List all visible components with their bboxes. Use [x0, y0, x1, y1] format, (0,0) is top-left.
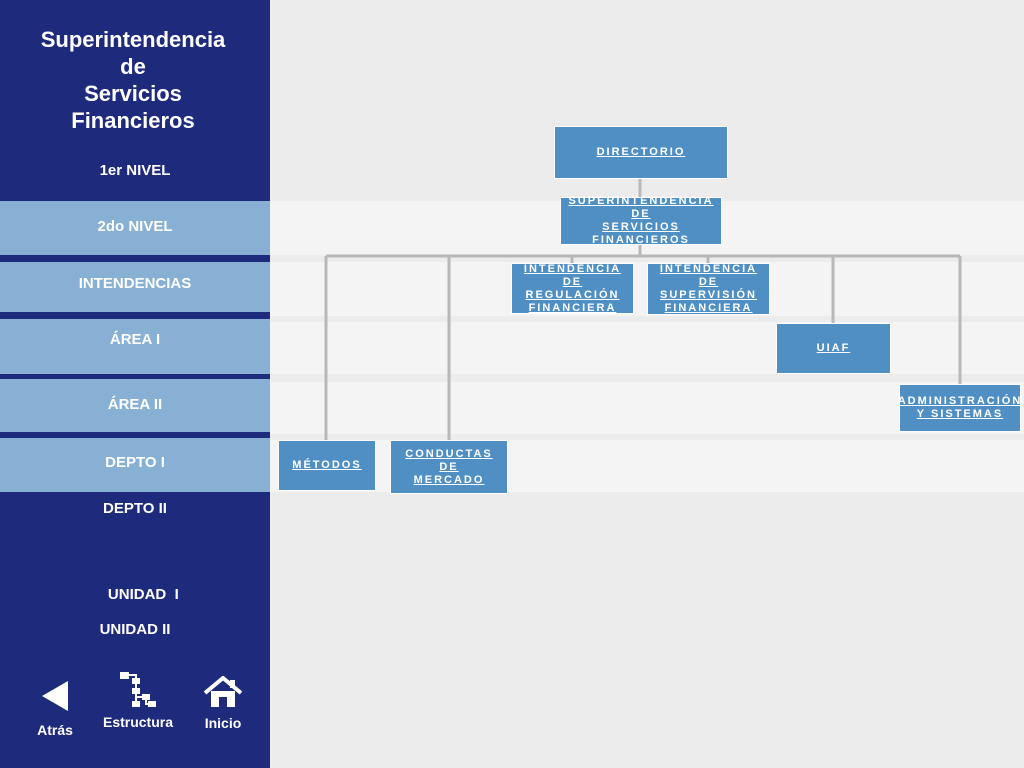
org-node-text: CONDUCTAS [405, 447, 493, 460]
level-depto-1[interactable]: DEPTO I [0, 438, 270, 492]
org-node-intendencia-supervision[interactable]: INTENDENCIA DE SUPERVISIÓN FINANCIERA [647, 263, 770, 315]
org-node-text: SUPERVISIÓN [660, 289, 757, 301]
level-label: ÁREA I [109, 331, 161, 348]
org-node-text: Y SISTEMAS [916, 408, 1004, 420]
level-unidad-2[interactable]: UNIDAD II [0, 619, 270, 641]
structure-icon [120, 672, 156, 707]
structure-button[interactable]: Estructura [93, 670, 183, 730]
level-area-1[interactable]: ÁREA I [0, 319, 270, 374]
org-node-text: ADMINISTRACIÓN [897, 395, 1023, 407]
org-node-text: SERVICIOS [602, 221, 680, 233]
level-label: 1er NIVEL [99, 162, 171, 179]
sidebar-title-line: de [120, 54, 146, 79]
org-node-text: INTENDENCIA DE [659, 263, 758, 288]
sidebar: Superintendencia de Servicios Financiero… [0, 0, 270, 768]
org-node-metodos[interactable]: MÉTODOS [278, 440, 376, 491]
level-1er-nivel[interactable]: 1er NIVEL [0, 160, 270, 182]
row-band-depto-1 [270, 440, 1024, 492]
org-node-conductas-mercado[interactable]: CONDUCTAS DE MERCADO [390, 440, 508, 494]
home-label: Inicio [204, 715, 242, 731]
sidebar-title: Superintendencia de Servicios Financiero… [0, 26, 266, 134]
org-node-text: FINANCIERA [664, 302, 753, 314]
back-arrow-icon [42, 681, 68, 711]
level-unidad-1[interactable]: UNIDAD I [0, 562, 270, 603]
sidebar-title-line: Superintendencia [40, 27, 226, 52]
level-depto-2[interactable]: DEPTO II [0, 498, 270, 520]
level-label: INTENDENCIAS [78, 275, 192, 292]
back-button[interactable]: Atrás [10, 670, 100, 738]
level-intendencias[interactable]: INTENDENCIAS [0, 262, 270, 312]
org-node-text: SUPERINTENDENCIA DE [568, 195, 714, 220]
org-node-text: MÉTODOS [292, 459, 362, 471]
org-node-text: DE [439, 460, 459, 473]
org-node-text: REGULACIÓN [525, 288, 620, 301]
row-band-area-2 [270, 382, 1024, 434]
sidebar-title-line: Servicios [84, 81, 182, 106]
org-node-directorio[interactable]: DIRECTORIO [554, 126, 728, 179]
level-2do-nivel[interactable]: 2do NIVEL [0, 201, 270, 255]
level-label: ÁREA II [107, 396, 163, 413]
level-label: DEPTO I [105, 454, 165, 471]
level-label: UNIDAD II [99, 621, 171, 638]
level-label: UNIDAD I [107, 586, 179, 603]
org-node-administracion[interactable]: ADMINISTRACIÓN Y SISTEMAS [897, 384, 1023, 432]
back-label: Atrás [37, 722, 73, 738]
org-node-superintendencia[interactable]: SUPERINTENDENCIA DE SERVICIOS FINANCIERO… [560, 195, 722, 246]
org-node-text: UIAF [816, 342, 851, 354]
sidebar-title-line: Financieros [71, 108, 195, 133]
org-node-uiaf[interactable]: UIAF [776, 323, 891, 374]
row-band-area-1 [270, 322, 1024, 374]
org-node-text: DIRECTORIO [596, 146, 686, 158]
structure-label: Estructura [102, 714, 174, 730]
home-button[interactable]: Inicio [178, 670, 268, 731]
level-area-2[interactable]: ÁREA II [0, 379, 270, 432]
org-node-text: INTENDENCIA DE [523, 262, 622, 288]
home-icon [203, 676, 243, 707]
org-node-text: FINANCIERA [528, 301, 617, 314]
org-node-intendencia-regulacion[interactable]: INTENDENCIA DE REGULACIÓN FINANCIERA [511, 263, 634, 314]
level-label: DEPTO II [103, 500, 167, 517]
org-node-text: MERCADO [413, 473, 485, 486]
level-label: 2do NIVEL [97, 218, 173, 235]
org-node-text: FINANCIEROS [592, 234, 690, 246]
